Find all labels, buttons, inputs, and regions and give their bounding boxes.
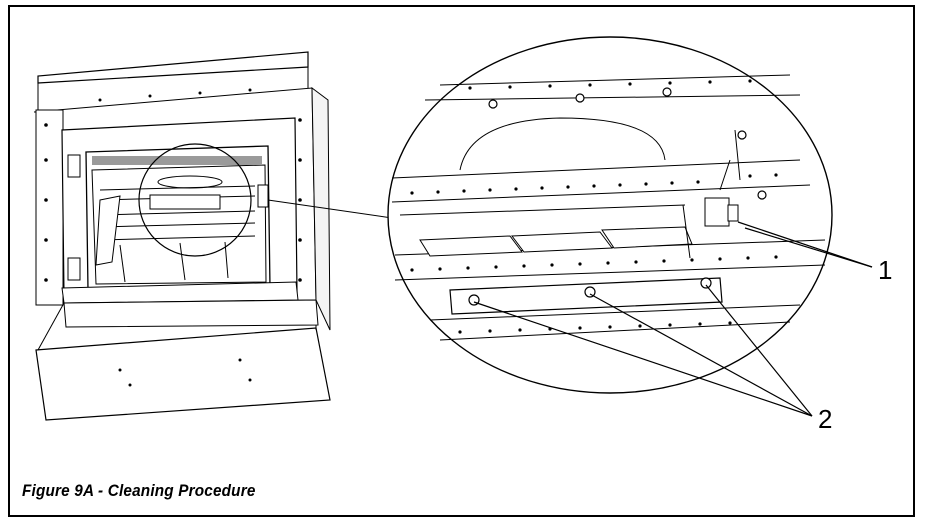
callout-1-label: 1 <box>878 255 893 285</box>
fireplace-screws <box>44 88 302 387</box>
zoom-leader-line <box>267 199 393 219</box>
fireplace-unit <box>33 51 331 421</box>
detail-rivets <box>410 79 778 334</box>
figure-caption: Figure 9A - Cleaning Procedure <box>22 481 256 500</box>
callout-leaders <box>473 221 873 417</box>
callout-2-label: 2 <box>818 404 833 434</box>
detail-view <box>387 36 833 394</box>
